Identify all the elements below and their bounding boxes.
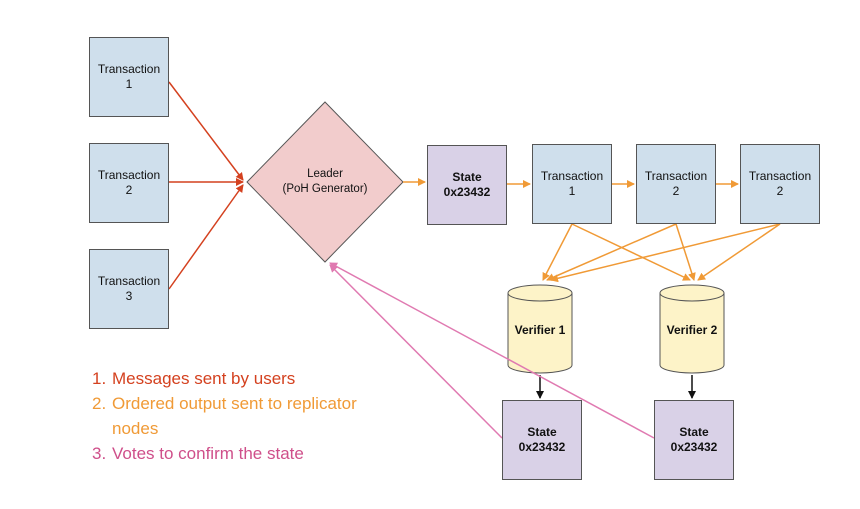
verifier-name: Verifier 1: [514, 322, 566, 337]
arrow-chain-2-to-verifier-1: [546, 223, 677, 281]
leader-label: Leader (PoH Generator): [265, 162, 385, 202]
legend-number: 1.: [92, 369, 107, 388]
arrow-chain-1-to-verifier-2: [571, 223, 691, 281]
vote-arrows: [329, 262, 655, 439]
chain-transaction-3-box: Transaction 2: [740, 144, 820, 224]
node-label: Transaction: [644, 169, 708, 183]
arrow-state-v2-to-leader: [329, 262, 655, 439]
arrow-chain-1-to-verifier-1: [542, 223, 573, 281]
verifier-2-state-box: State 0x23432: [654, 400, 734, 480]
legend-item-user-messages: 1. Messages sent by users: [92, 366, 372, 391]
node-label: Transaction: [97, 62, 161, 76]
node-number: 1: [125, 77, 133, 91]
ordered-output-arrows: [403, 178, 781, 283]
arrow-state-v1-to-leader: [329, 264, 503, 439]
leader-state-box: State 0x23432: [427, 145, 507, 225]
arrow-tx3-to-leader: [168, 184, 244, 290]
legend-item-ordered-output: 2. Ordered output sent to replicator nod…: [92, 391, 372, 441]
user-transaction-3-box: Transaction 3: [89, 249, 169, 329]
user-message-arrows: [168, 81, 244, 290]
node-label: Transaction: [540, 169, 604, 183]
verifier-1-cylinder: [507, 284, 573, 374]
node-label: Transaction: [97, 274, 161, 288]
leader-title: Leader: [307, 168, 343, 180]
legend-text: Messages sent by users: [112, 369, 296, 388]
legend-number: 3.: [92, 444, 107, 463]
state-label: State: [679, 425, 709, 439]
arrow-chain-2-to-verifier-2: [675, 223, 696, 281]
verifier-2-cylinder: [659, 284, 725, 374]
state-label: State: [452, 170, 482, 184]
node-number: 2: [125, 183, 133, 197]
legend-text: Ordered output sent to replicator nodes: [112, 394, 357, 438]
node-number: 3: [125, 289, 133, 303]
state-hash: 0x23432: [443, 185, 491, 199]
node-number: 1: [568, 184, 576, 198]
node-number: 2: [672, 184, 680, 198]
legend-number: 2.: [92, 394, 107, 413]
node-label: Transaction: [748, 169, 812, 183]
state-hash: 0x23432: [518, 440, 566, 454]
node-label: Transaction: [97, 168, 161, 182]
verifier-state-arrows: [536, 375, 696, 399]
leader-subtitle: (PoH Generator): [282, 183, 368, 195]
legend-item-votes: 3. Votes to confirm the state: [92, 441, 372, 466]
user-transaction-2-box: Transaction 2: [89, 143, 169, 223]
verifier-name: Verifier 2: [666, 322, 718, 337]
arrow-chain-3-to-verifier-2: [697, 223, 781, 281]
node-number: 2: [776, 184, 784, 198]
state-hash: 0x23432: [670, 440, 718, 454]
leader-diamond: [246, 101, 404, 263]
legend-text: Votes to confirm the state: [112, 444, 304, 463]
state-label: State: [527, 425, 557, 439]
user-transaction-1-box: Transaction 1: [89, 37, 169, 117]
arrow-chain-3-to-verifier-1: [550, 223, 781, 283]
chain-transaction-2-box: Transaction 2: [636, 144, 716, 224]
verifier-2-label: Verifier 2: [660, 318, 724, 342]
verifier-1-label: Verifier 1: [508, 318, 572, 342]
chain-transaction-1-box: Transaction 1: [532, 144, 612, 224]
legend: 1. Messages sent by users 2. Ordered out…: [92, 366, 372, 466]
arrow-tx1-to-leader: [168, 81, 244, 181]
verifier-1-state-box: State 0x23432: [502, 400, 582, 480]
